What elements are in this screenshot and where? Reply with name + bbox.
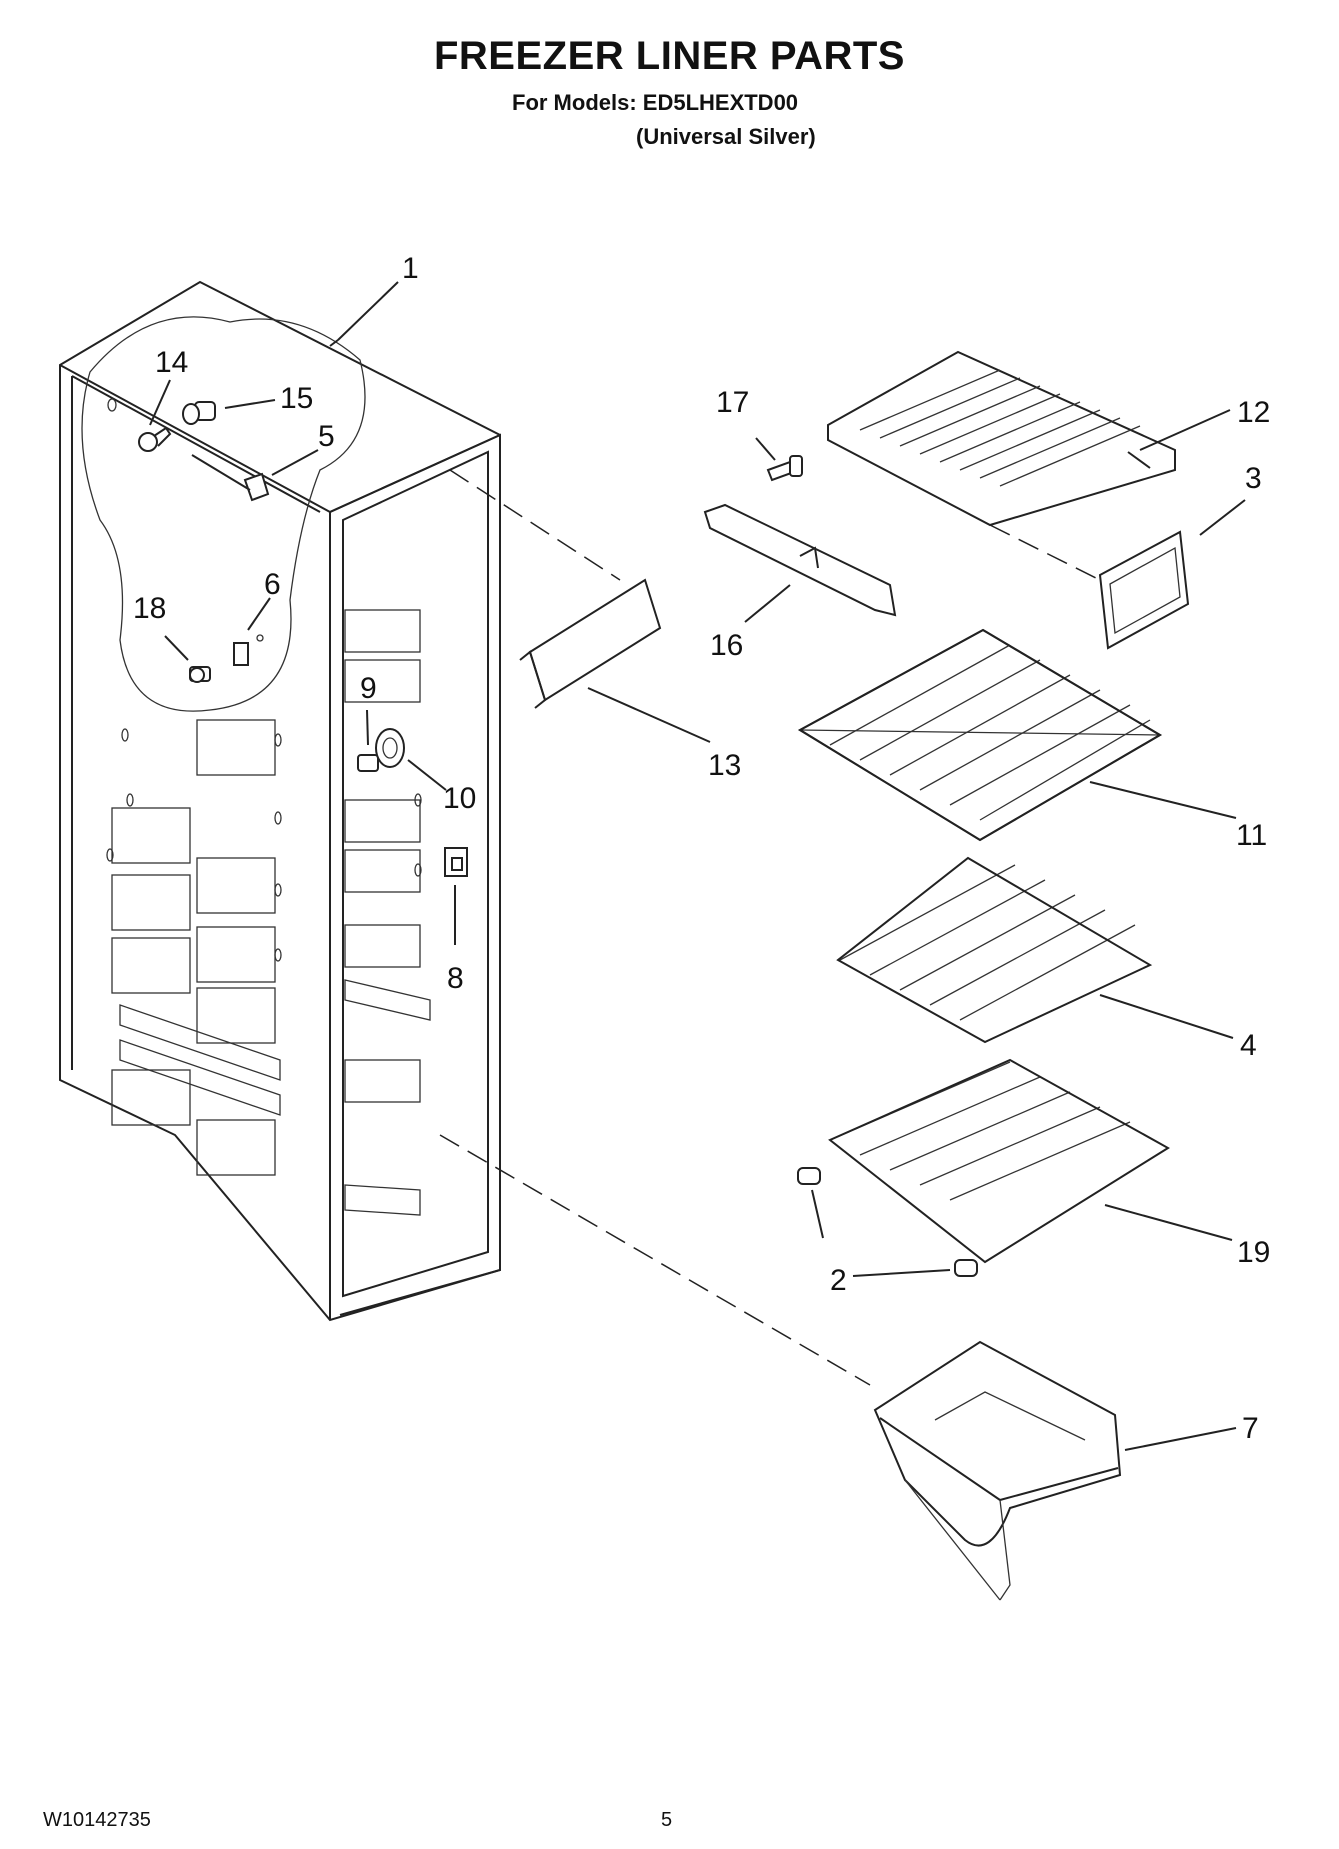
bracket-5 bbox=[191, 454, 270, 502]
screw bbox=[766, 455, 803, 482]
callout-18: 18 bbox=[133, 592, 166, 625]
callout-6: 6 bbox=[264, 568, 281, 601]
callout-5: 5 bbox=[318, 420, 335, 453]
page-title: FREEZER LINER PARTS bbox=[433, 34, 905, 78]
callout-7: 7 bbox=[1242, 1412, 1259, 1445]
finish-line: (Universal Silver) bbox=[636, 124, 816, 149]
freezer-basket bbox=[873, 1340, 1122, 1601]
damper-10 bbox=[375, 728, 405, 768]
callout-12: 12 bbox=[1237, 396, 1270, 429]
callout-4: 4 bbox=[1240, 1029, 1257, 1062]
callout-14: 14 bbox=[155, 346, 188, 379]
callout-leaders bbox=[149, 281, 1246, 1451]
callout-8: 8 bbox=[447, 962, 464, 995]
light-bulb bbox=[138, 426, 172, 452]
callout-10: 10 bbox=[443, 782, 476, 815]
clip-6 bbox=[233, 634, 264, 666]
wire-shelf-11 bbox=[798, 628, 1162, 842]
mounting-bracket bbox=[703, 503, 897, 617]
shelf-support-2 bbox=[797, 1167, 978, 1277]
light-socket bbox=[182, 401, 216, 425]
ice-tray bbox=[827, 350, 1176, 527]
wire-shelf-19 bbox=[828, 1058, 1170, 1264]
wire-shelf-4 bbox=[836, 856, 1153, 1044]
doc-number: W10142735 bbox=[43, 1809, 151, 1831]
freezer-liner bbox=[59, 280, 501, 1322]
callout-3: 3 bbox=[1245, 462, 1262, 495]
callout-9: 9 bbox=[360, 672, 377, 705]
models-line: For Models: ED5LHEXTD00 bbox=[512, 90, 799, 115]
air-diffuser bbox=[519, 578, 662, 709]
callout-11: 11 bbox=[1236, 819, 1267, 852]
callout-16: 16 bbox=[710, 629, 743, 662]
callout-2: 2 bbox=[830, 1264, 847, 1297]
sensor-8 bbox=[444, 847, 468, 877]
tray-front bbox=[1098, 530, 1190, 650]
callout-15: 15 bbox=[280, 382, 313, 415]
page-number: 5 bbox=[661, 1809, 673, 1831]
callout-17: 17 bbox=[716, 386, 749, 419]
callout-1: 1 bbox=[402, 252, 419, 285]
callout-13: 13 bbox=[708, 749, 741, 782]
thermistor-18 bbox=[189, 666, 211, 683]
callout-19: 19 bbox=[1237, 1236, 1270, 1269]
damper-9 bbox=[357, 754, 379, 772]
callout-labels: 1 2 3 4 5 6 7 8 9 10 11 12 13 14 15 16 1… bbox=[133, 252, 1270, 1445]
